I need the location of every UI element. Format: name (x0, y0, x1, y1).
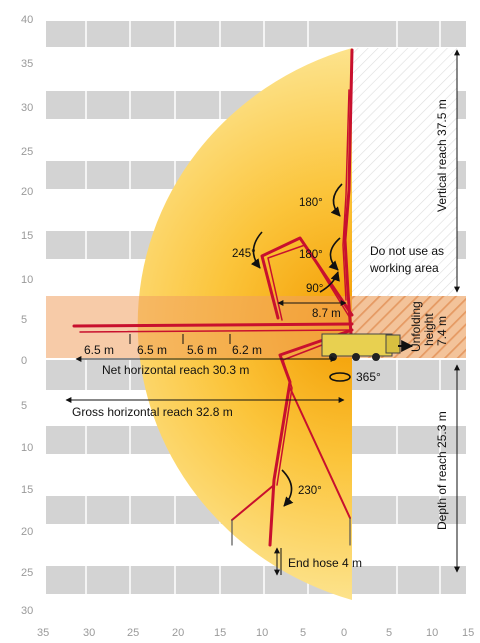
y-tick: 10 (21, 442, 33, 454)
y-tick: 0 (21, 355, 27, 367)
boom (72, 48, 354, 547)
depth-of-reach-label: Depth of reach 25.3 m (435, 411, 449, 530)
y-tick: 25 (21, 567, 33, 579)
truck-wheel (372, 353, 380, 361)
y-tick: 20 (21, 526, 33, 538)
dim-8-7-label: 8.7 m (312, 308, 341, 320)
angle-180-top-label: 180° (299, 197, 323, 209)
x-tick: 15 (214, 627, 226, 639)
pump-truck (321, 333, 414, 361)
unfolding-label-1: Unfolding (409, 301, 423, 352)
arc-90-icon (319, 271, 340, 293)
segment-label: 6.2 m (232, 343, 262, 357)
no-work-area (352, 48, 457, 296)
angle-90-label: 90° (306, 283, 323, 295)
truck-wheel (352, 353, 360, 361)
y-tick: 5 (21, 314, 27, 326)
net-horizontal-label: Net horizontal reach 30.3 m (102, 363, 249, 377)
y-tick: 10 (21, 274, 33, 286)
y-tick: 5 (21, 400, 27, 412)
angle-arcs (250, 183, 351, 507)
boom-horizontal (72, 322, 354, 328)
x-tick: 5 (300, 627, 306, 639)
y-tick: 35 (21, 58, 33, 70)
stripe (46, 566, 466, 594)
x-tick: 30 (83, 627, 95, 639)
segment-label: 6.5 m (84, 343, 114, 357)
angle-230-label: 230° (298, 485, 322, 497)
dimensions (65, 49, 460, 576)
y-tick: 30 (21, 605, 33, 617)
arc-230-icon (281, 469, 294, 507)
stripe (46, 21, 466, 47)
rotation-label: 365° (356, 370, 381, 384)
unfolding-label-2: height (422, 313, 436, 346)
boom-horizontal-thin (79, 329, 353, 333)
vertical-reach-label: Vertical reach 37.5 m (435, 99, 449, 212)
unfolding-label-3: 7.4 m (435, 316, 449, 346)
y-tick: 15 (21, 484, 33, 496)
arc-180-top-icon (330, 183, 343, 217)
x-tick: 20 (172, 627, 184, 639)
y-tick: 20 (21, 186, 33, 198)
x-tick: 10 (426, 627, 438, 639)
y-tick: 15 (21, 230, 33, 242)
truck-cab (385, 334, 401, 354)
angle-245-label: 245° (232, 248, 256, 260)
segment-label: 5.6 m (187, 343, 217, 357)
x-tick: 25 (127, 627, 139, 639)
boom-vertical-thin (342, 89, 350, 301)
y-tick: 25 (21, 146, 33, 158)
truck-wheel (329, 353, 337, 361)
y-tick: 30 (21, 102, 33, 114)
boom-down-hose-1 (289, 387, 351, 519)
no-work-area-label-2: working area (369, 261, 439, 275)
end-hose-label: End hose 4 m (288, 556, 362, 570)
boom-folded (260, 236, 354, 320)
arc-245-icon (250, 231, 263, 269)
x-tick: 15 (462, 627, 474, 639)
no-work-area-label-1: Do not use as (370, 244, 444, 258)
boom-down-hose-2 (231, 484, 275, 521)
truck-body (321, 333, 393, 357)
x-tick: 5 (386, 627, 392, 639)
y-tick: 40 (21, 14, 33, 26)
x-tick: 35 (37, 627, 49, 639)
y-axis-labels: 40 35 30 25 20 15 10 5 0 5 10 15 20 25 3… (21, 14, 33, 617)
boom-down-thin (276, 334, 349, 486)
boom-folded-thin (267, 244, 351, 321)
angle-180-mid-label: 180° (299, 249, 323, 261)
rotation-365-icon (329, 372, 351, 382)
x-axis-labels: 35 30 25 20 15 10 5 0 5 10 15 (37, 627, 474, 639)
gross-horizontal-label: Gross horizontal reach 32.8 m (72, 405, 233, 419)
arc-180-mid-icon (328, 237, 341, 271)
x-tick: 10 (256, 627, 268, 639)
x-tick: 0 (341, 627, 347, 639)
segment-label: 6.5 m (137, 343, 167, 357)
